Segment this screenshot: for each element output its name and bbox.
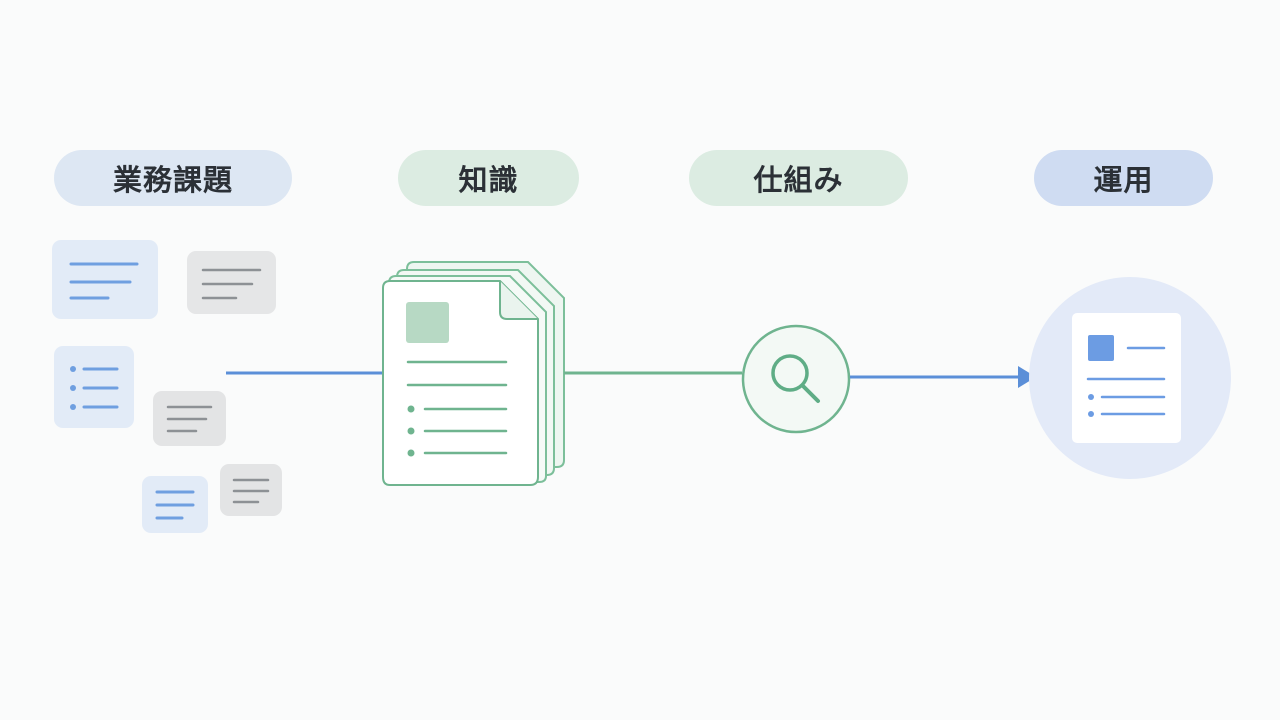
scattered-notes-cluster [52, 240, 282, 533]
note-card-blue-small [142, 476, 208, 533]
note-card-gray-3 [220, 464, 282, 516]
stage-label-mechanism: 仕組み [689, 150, 908, 206]
note-card-blue-large [52, 240, 158, 319]
note-card-blue-list [54, 346, 134, 428]
result-document-icon [1029, 277, 1231, 479]
stage-label-knowledge: 知識 [398, 150, 579, 206]
search-icon [741, 324, 851, 434]
note-card-gray-2 [153, 391, 226, 446]
stage-label-operation: 運用 [1034, 150, 1213, 206]
note-card-gray-1 [187, 251, 276, 314]
document-stack-icon [382, 261, 565, 486]
arrow-right-icon [850, 366, 1036, 388]
stage-label-business-issue: 業務課題 [54, 150, 292, 206]
